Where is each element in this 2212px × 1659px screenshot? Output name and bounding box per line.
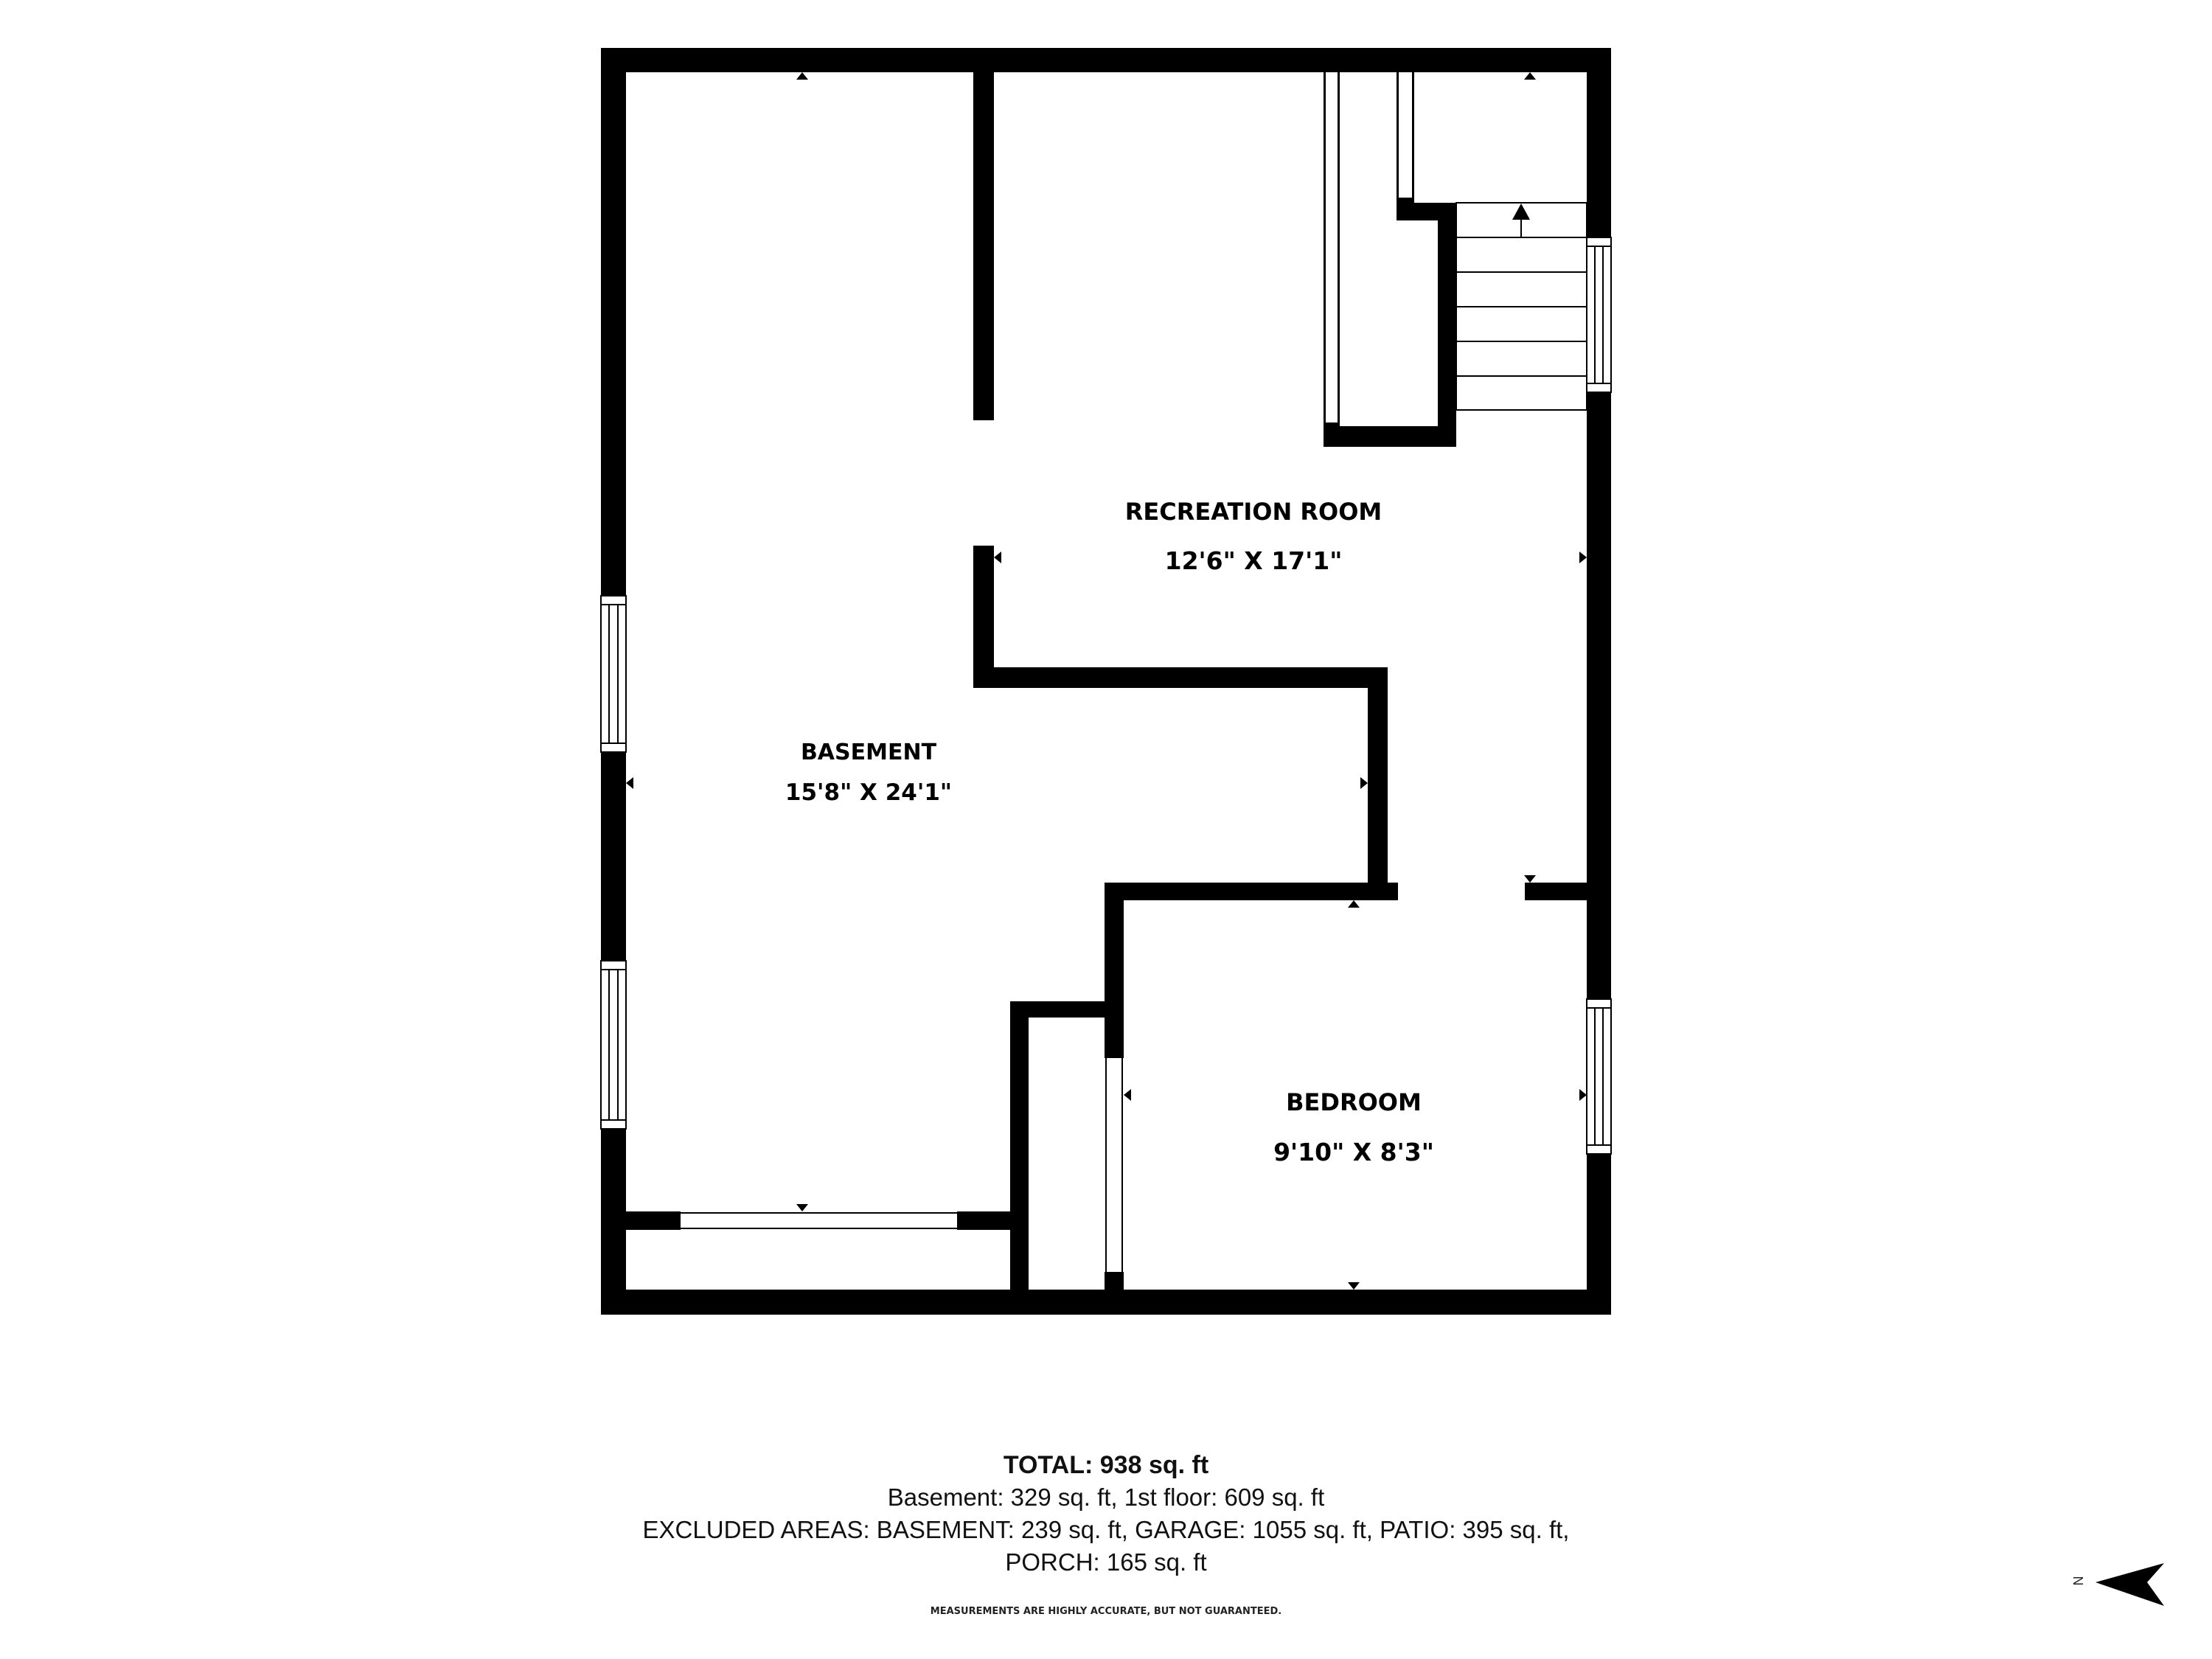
marker-rec-right [1579,552,1587,563]
wall-closet-left [1010,1001,1029,1311]
marker-basement-bottom [796,1204,808,1211]
windows [600,237,1612,1155]
stair-arrow-icon [1512,204,1530,220]
compass-arrow-icon [2096,1563,2164,1606]
excluded-areas: EXCLUDED AREAS: BASEMENT: 239 sq. ft, GA… [642,1516,1570,1543]
wall-bedroom-top-left [1105,883,1398,900]
window-right-lower [1586,998,1612,1155]
opening-stair-passage [1325,72,1338,422]
wall-rec-vertical [1368,667,1388,888]
opening-rec-door [975,420,992,546]
disclaimer: MEASUREMENTS ARE HIGHLY ACCURATE, BUT NO… [930,1606,1282,1617]
openings [681,72,1413,1272]
marker-rec-top [1524,72,1536,80]
wall-bottom-strip-left [601,1211,681,1230]
window-left-lower [600,960,627,1130]
opening-bottom-strip [681,1213,957,1228]
marker-rec-left [994,552,1001,563]
room-dimensions-bedroom: 9'10" X 8'3" [1273,1138,1434,1166]
wall-bottom-strip-right [957,1211,1023,1230]
area-breakdown: Basement: 329 sq. ft, 1st floor: 609 sq.… [887,1484,1325,1511]
wall-bedroom-left-upper [1105,883,1124,1058]
compass-north-label: N [2070,1576,2085,1586]
marker-bedroom-bottom [1348,1282,1360,1290]
wall-stair-bottom [1324,426,1456,447]
interior-walls [601,59,1599,1311]
window-left-upper [600,595,627,753]
wall-bedroom-left-lower [1105,1272,1124,1309]
stairs [1455,202,1587,411]
wall-stair-inner [1438,203,1456,447]
marker-rec-bottom [1524,875,1536,883]
marker-basement-left [626,777,633,789]
room-dimensions-basement: 15'8" X 24'1" [785,779,952,806]
window-right-upper [1586,237,1612,393]
wall-closet-top [1010,1001,1113,1018]
wall-bedroom-top-right [1525,883,1599,900]
opening-bedroom-door [1106,1058,1122,1272]
marker-bedroom-left [1124,1089,1131,1101]
wall-rec-horizontal [973,667,1386,688]
room-name-recreation: RECREATION ROOM [1125,498,1382,526]
marker-basement-top [796,72,808,80]
room-name-bedroom: BEDROOM [1286,1088,1422,1116]
room-name-basement: BASEMENT [801,740,937,765]
floor-plan: BASEMENT 15'8" X 24'1" RECREATION ROOM 1… [600,48,1612,1315]
compass-icon: N [2070,1563,2164,1606]
wall-basement-rec-upper [973,59,994,420]
measurement-markers [626,72,1587,1290]
marker-basement-right [1360,777,1368,789]
room-dimensions-recreation: 12'6" X 17'1" [1165,546,1343,575]
marker-bedroom-right [1579,1089,1587,1101]
total-area: TOTAL: 938 sq. ft [1003,1451,1209,1479]
marker-bedroom-top [1348,900,1360,908]
wall-top [601,48,1611,72]
excluded-areas-cont: PORCH: 165 sq. ft [1005,1548,1207,1576]
wall-basement-rec-lower [973,546,994,686]
area-summary: TOTAL: 938 sq. ft Basement: 329 sq. ft, … [0,1449,2212,1579]
opening-stair-post [1398,72,1413,198]
